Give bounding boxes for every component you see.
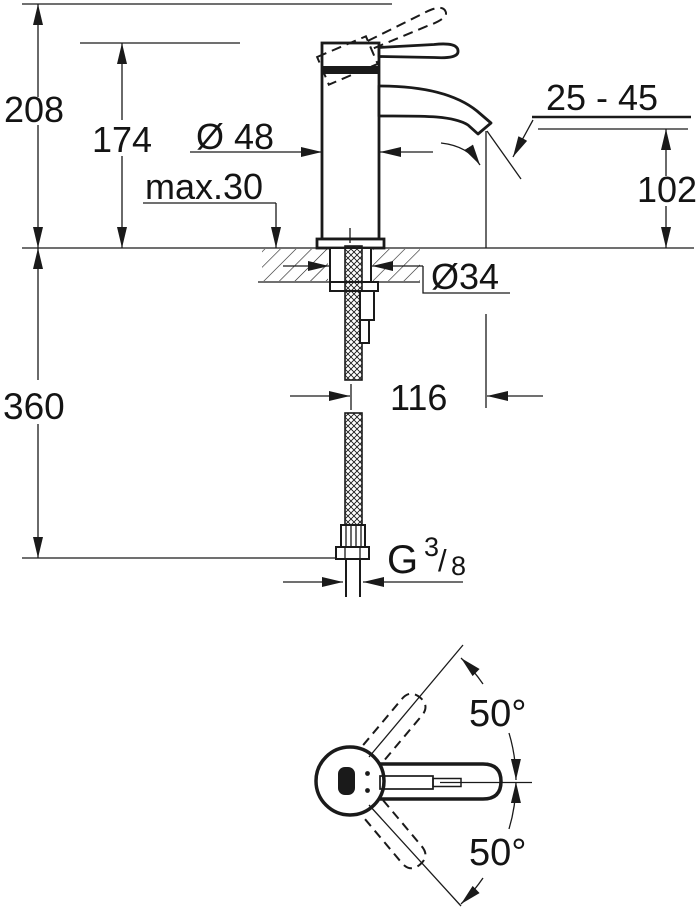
- angle-arc-lower-outer: [460, 877, 484, 905]
- thread-spec-letter: G: [387, 538, 418, 582]
- connection-tube: [345, 558, 361, 597]
- outlet-leader-diagonal: [486, 130, 522, 180]
- swing-limit-line-lower: [368, 804, 462, 907]
- cartridge-slot: [338, 767, 355, 795]
- dim-body-height: 174: [92, 119, 152, 160]
- mounting-stud-upper: [359, 290, 375, 321]
- dim-hose-length: 360: [3, 386, 65, 427]
- dim-spout-range: 25 - 45: [546, 77, 658, 118]
- flow-direction-arrow: [440, 142, 481, 166]
- screw-dot-upper: [365, 771, 370, 776]
- angle-arc-upper-outer: [460, 657, 484, 685]
- dim-total-height: 208: [4, 89, 64, 130]
- shank-diameter-leader: [422, 266, 510, 294]
- angle-arc-upper-inner: [508, 732, 521, 781]
- cap-ring-band: [322, 66, 379, 74]
- lever-handle: [377, 42, 460, 60]
- dim-body-diameter: Ø 48: [196, 116, 274, 157]
- faucet-body: [315, 6, 493, 250]
- handle-swung-up-dashed: [362, 692, 427, 763]
- dim-swing-lower: 50°: [469, 832, 526, 874]
- lever-raised-dashed: [315, 6, 448, 86]
- dim-shank-diameter: Ø34: [431, 256, 499, 297]
- dim-max-thickness: max.30: [145, 166, 263, 207]
- angle-arc-lower-inner: [508, 781, 521, 830]
- mounting-stud-lower: [359, 319, 370, 344]
- hose-ferrule: [340, 524, 366, 548]
- label-mask-upper: [463, 694, 545, 730]
- dim-swing-upper: 50°: [469, 693, 526, 735]
- spout: [377, 84, 493, 136]
- label-mask-lower: [463, 833, 545, 869]
- handle-swung-down-dashed: [362, 799, 427, 870]
- thread-spec-slash: /: [438, 543, 447, 578]
- thread-spec-denominator: 8: [451, 551, 466, 581]
- dim-outlet-height: 102: [637, 169, 697, 210]
- side-view: 208 174 Ø 48 max.30 25 - 45 102 Ø34 360 …: [3, 3, 697, 597]
- top-view: 50° 50°: [314, 644, 545, 907]
- thread-spec: G 3 / 8: [387, 532, 466, 582]
- screw-dot-lower: [365, 788, 370, 793]
- hose-nut: [335, 546, 370, 560]
- mounting-and-hose: [329, 245, 379, 597]
- thread-spec-numerator: 3: [424, 532, 439, 562]
- rim-range-leader: [512, 119, 534, 158]
- dimension-lines: [33, 4, 671, 587]
- swing-limit-line-upper: [368, 644, 464, 758]
- dim-projection: 116: [390, 377, 447, 418]
- handle-top-view: [380, 762, 503, 801]
- supply-hose-lower: [344, 412, 363, 526]
